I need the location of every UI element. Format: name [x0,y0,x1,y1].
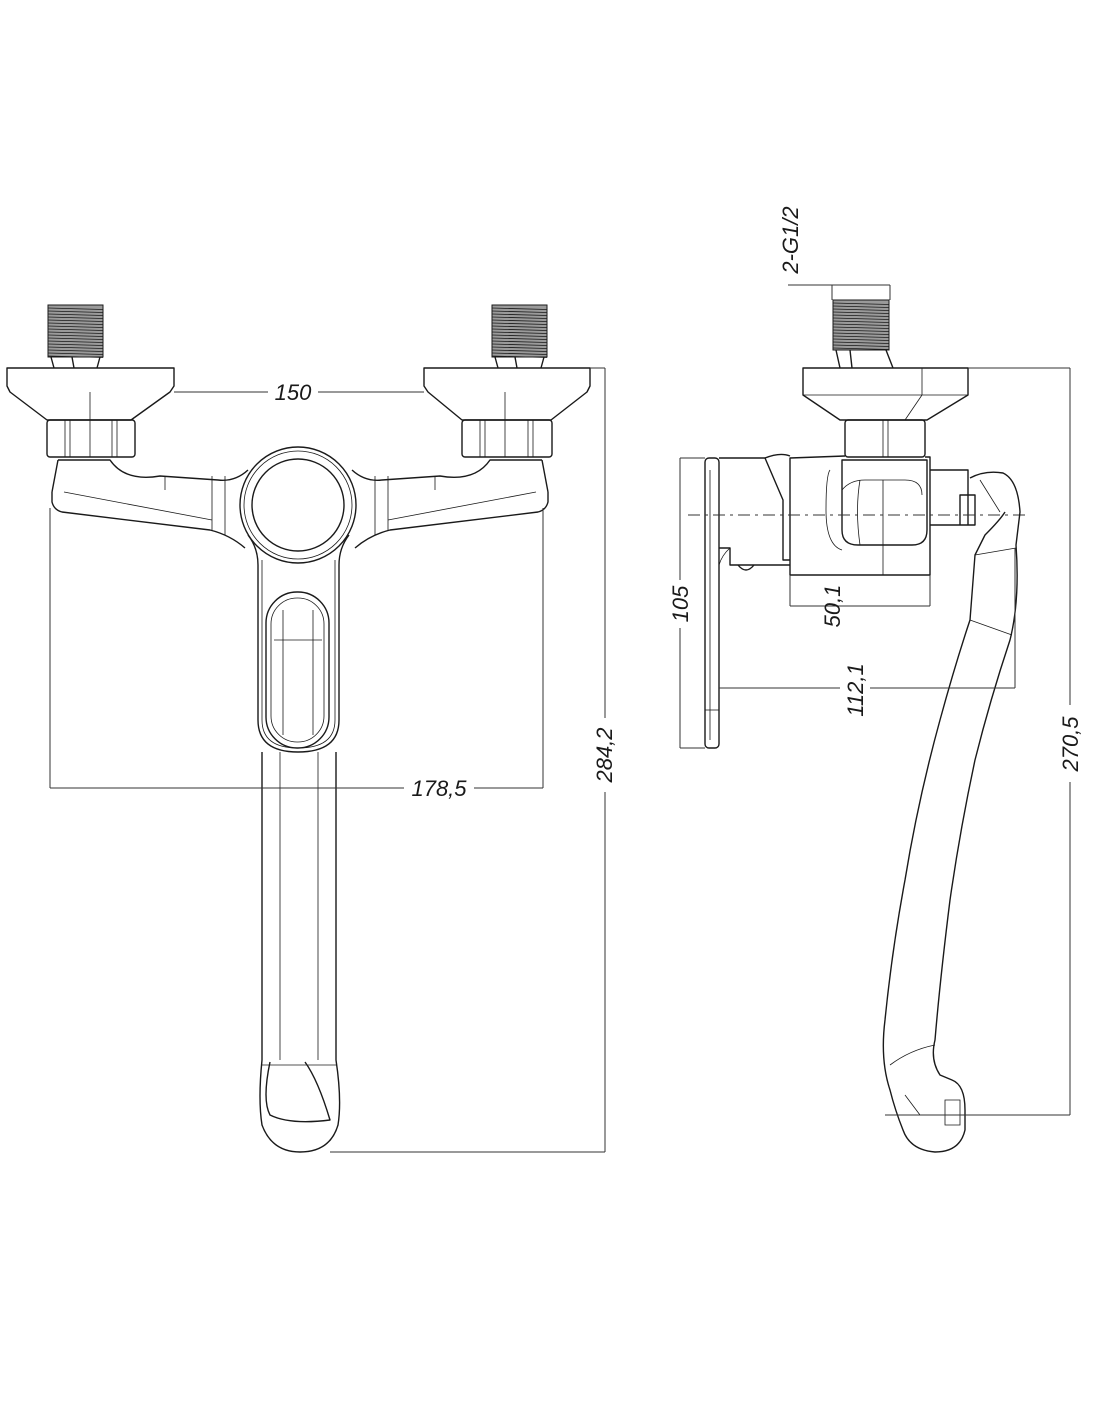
front-view: 150 178,5 284,2 [6,304,617,1153]
dimension-thread-spec: 2-G1/2 [778,206,891,300]
wall-plate [704,457,720,749]
dimension-label: 284,2 [592,727,617,783]
lever-slot [265,591,330,749]
dimension-label: 2-G1/2 [778,206,803,274]
front-spout [259,752,341,1153]
lever-block [841,459,928,546]
dimension-150: 150 [174,380,424,405]
side-inlet-thread [832,299,894,369]
dimension-label: 270,5 [1058,716,1083,773]
dimension-label: 112,1 [843,663,868,716]
side-nut [844,419,926,458]
side-spout [882,471,1021,1153]
dimension-105: 105 [668,457,705,749]
left-flange [6,367,175,457]
left-nut [46,419,136,458]
lever-hub [239,446,357,564]
dimension-178-5: 178,5 [49,508,544,801]
dimension-label: 50,1 [820,585,845,628]
dimension-112-1: 112,1 [719,548,1016,717]
dimension-50-1: 50,1 [789,575,931,628]
right-inlet-thread [491,304,548,369]
side-view: 2-G1/2 105 50,1 112,1 270,5 [668,206,1083,1153]
dimension-284-2: 284,2 [330,367,617,1153]
right-flange [423,367,591,457]
dimension-label: 178,5 [411,776,467,801]
mixer-body [51,446,549,753]
right-nut [461,419,553,458]
left-inlet-thread [47,304,104,369]
side-flange [802,367,969,421]
dimension-270-5: 270,5 [885,367,1083,1116]
dimension-label: 105 [668,585,693,622]
dimension-label: 150 [275,380,312,405]
